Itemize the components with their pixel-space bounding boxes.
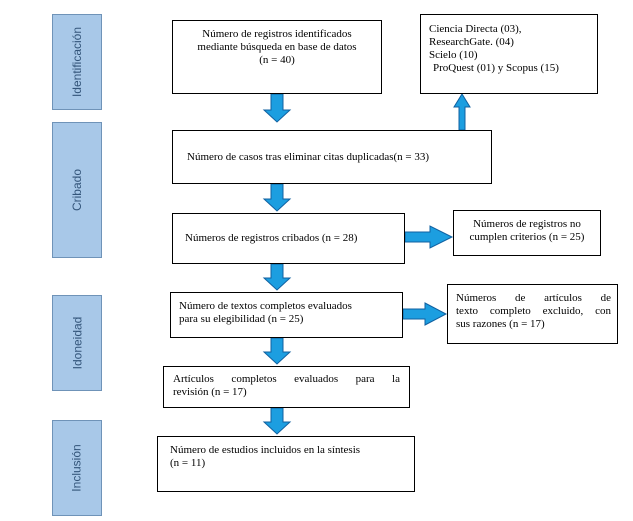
phase-cribado: Cribado — [52, 122, 102, 258]
phase-identificacion: Identificación — [52, 14, 102, 110]
full-text-line-1: Número de textos completos evaluados — [179, 300, 352, 312]
box-database-sources: Ciencia Directa (03), ResearchGate. (04)… — [420, 14, 598, 94]
identified-line-3: (n = 40) — [259, 54, 295, 66]
excluded-articles-line-3: sus razones (n = 17) — [456, 318, 545, 330]
sources-line-3: Scielo (10) — [429, 49, 478, 61]
arrow-right-excluded-articles — [402, 302, 448, 326]
included-line-2: (n = 11) — [170, 457, 206, 469]
phase-inclusion: Inclusión — [52, 420, 102, 516]
identified-line-2: mediante búsqueda en base de datos — [197, 41, 357, 53]
box-excluded-records: Números de registros no cumplen criterio… — [453, 210, 601, 256]
box-identified-records: Número de registros identificados median… — [172, 20, 382, 94]
included-line-1: Número de estudios incluidos en la sínte… — [170, 444, 361, 456]
excluded-articles-line-2: texto completo excluido, con — [456, 305, 611, 317]
sources-line-2: ResearchGate. (04) — [429, 36, 514, 48]
box-full-text-assessed: Número de textos completos evaluados par… — [170, 292, 403, 338]
arrow-down-5 — [262, 407, 292, 435]
arrow-down-2 — [262, 183, 292, 212]
arrow-up-sources — [453, 93, 471, 131]
complete-articles-line-1: Artículos completos evaluados para la — [173, 373, 400, 385]
full-text-line-2: para su elegibilidad (n = 25) — [179, 313, 304, 325]
arrow-down-1 — [262, 93, 292, 123]
box-excluded-articles: Números de artículos de texto completo e… — [447, 284, 618, 344]
box-duplicates-removed: Número de casos tras eliminar citas dupl… — [172, 130, 492, 184]
box-screened-records: Números de registros cribados (n = 28) — [172, 213, 405, 264]
sources-line-1: Ciencia Directa (03), — [429, 23, 522, 35]
phase-idoneidad: Idoneidad — [52, 295, 102, 391]
excluded-records-line-1: Números de registros no — [473, 218, 581, 230]
screened-line-1: Números de registros cribados (n = 28) — [185, 232, 358, 244]
sources-line-4: ProQuest (01) y Scopus (15) — [433, 62, 559, 74]
complete-articles-line-2: revisión (n = 17) — [173, 386, 247, 398]
identified-line-1: Número de registros identificados — [202, 28, 352, 40]
arrow-down-4 — [262, 337, 292, 365]
arrow-down-3 — [262, 263, 292, 291]
box-included-studies: Número de estudios incluidos en la sínte… — [157, 436, 415, 492]
excluded-articles-line-1: Números de artículos de — [456, 292, 611, 304]
arrow-right-excluded-records — [404, 225, 454, 249]
duplicates-line-1: Número de casos tras eliminar citas dupl… — [187, 150, 430, 163]
excluded-records-line-2: cumplen criterios (n = 25) — [469, 231, 585, 243]
box-complete-articles: Artículos completos evaluados para la re… — [163, 366, 410, 408]
